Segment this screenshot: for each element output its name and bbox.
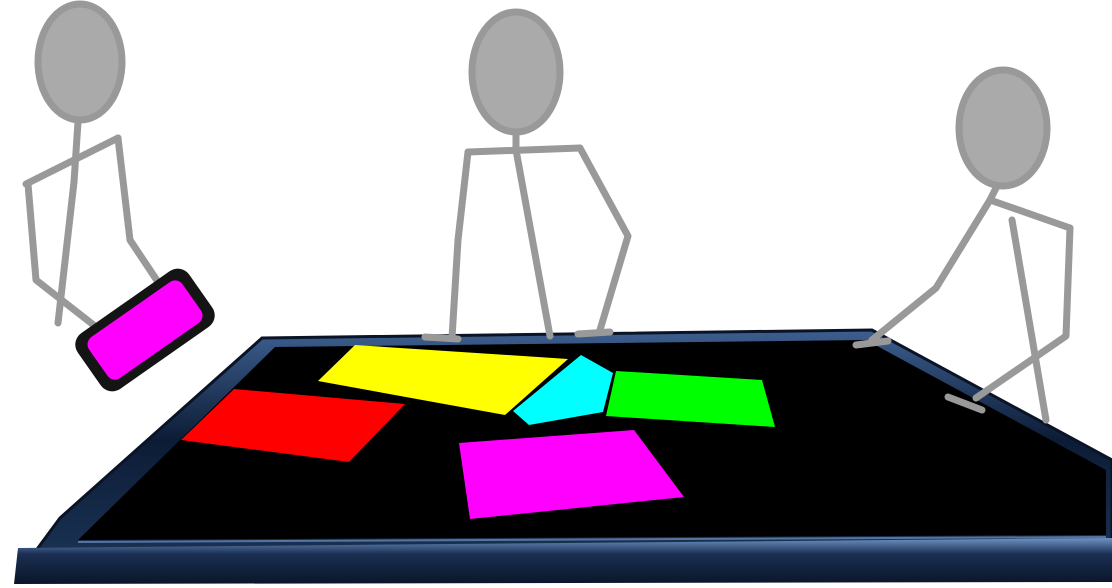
person-left <box>26 4 158 330</box>
person-center-left-hand <box>425 337 458 339</box>
person-right-back-arm <box>872 200 990 340</box>
person-left-neck <box>74 122 78 182</box>
person-left-front-arm <box>118 138 158 282</box>
person-center-left-arm <box>452 152 468 338</box>
person-center-body <box>516 150 550 336</box>
person-center-right-arm <box>580 148 628 330</box>
person-center <box>425 12 628 339</box>
person-right-head <box>959 70 1047 186</box>
person-right-back-hand <box>856 341 888 345</box>
person-center-head <box>472 12 560 132</box>
person-left-head <box>38 4 122 120</box>
person-right-front-arm <box>976 228 1070 398</box>
person-center-right-hand <box>578 332 610 334</box>
person-right-shoulders <box>990 200 1070 228</box>
person-center-shoulders <box>468 148 580 152</box>
tablet-device[interactable] <box>70 263 220 397</box>
person-right-torso <box>1012 220 1046 420</box>
tabletop-display <box>14 330 1112 584</box>
